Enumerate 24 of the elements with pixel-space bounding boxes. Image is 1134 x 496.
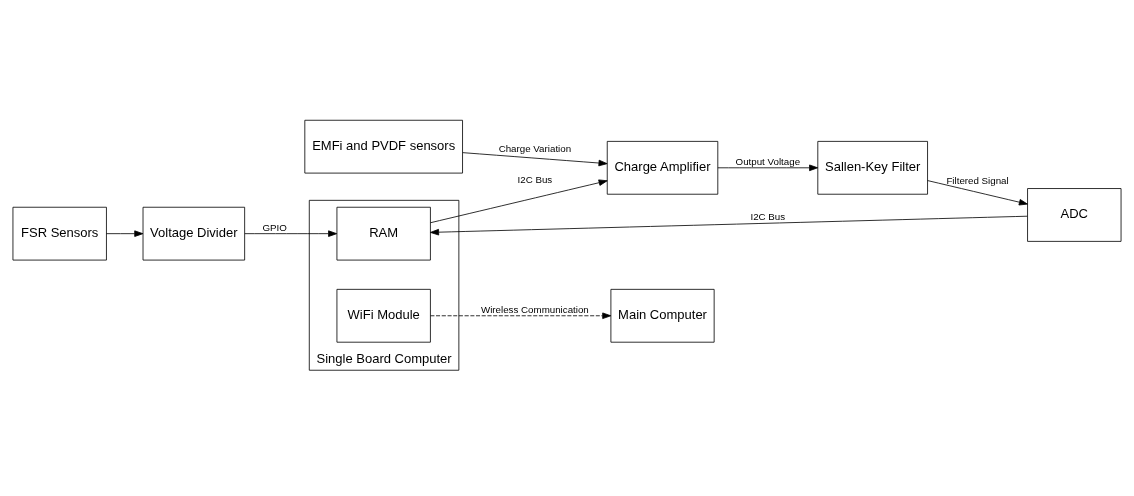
node-box: EMFi and PVDF sensors — [304, 119, 463, 173]
arrow — [430, 215, 1028, 235]
node-box: Sallen-Key Filter — [817, 140, 928, 195]
arrow — [717, 164, 819, 171]
arrow — [430, 178, 608, 223]
arrow — [927, 179, 1028, 205]
edge-label: Filtered Signal — [946, 174, 1009, 186]
node-box: Charge Amplifier — [606, 140, 719, 195]
node-box: RAM — [336, 206, 431, 260]
arrow — [462, 151, 608, 166]
arrow — [106, 229, 144, 237]
edge-label: Charge Variation — [498, 142, 572, 154]
edge-label: Output Voltage — [735, 155, 801, 167]
edge-label: I2C Bus — [517, 173, 553, 185]
node-box: WiFi Module — [336, 288, 431, 343]
arrow — [244, 229, 338, 237]
edge-label: Wireless Communication — [480, 303, 589, 315]
node-box: Voltage Divider — [142, 206, 246, 260]
edge-label: GPIO — [262, 221, 287, 233]
edge-label: I2C Bus — [750, 210, 786, 222]
node-box: FSR Sensors — [12, 206, 107, 260]
node-box: Main Computer — [610, 288, 715, 343]
node-box: ADC — [1027, 187, 1122, 242]
arrow — [430, 312, 612, 319]
